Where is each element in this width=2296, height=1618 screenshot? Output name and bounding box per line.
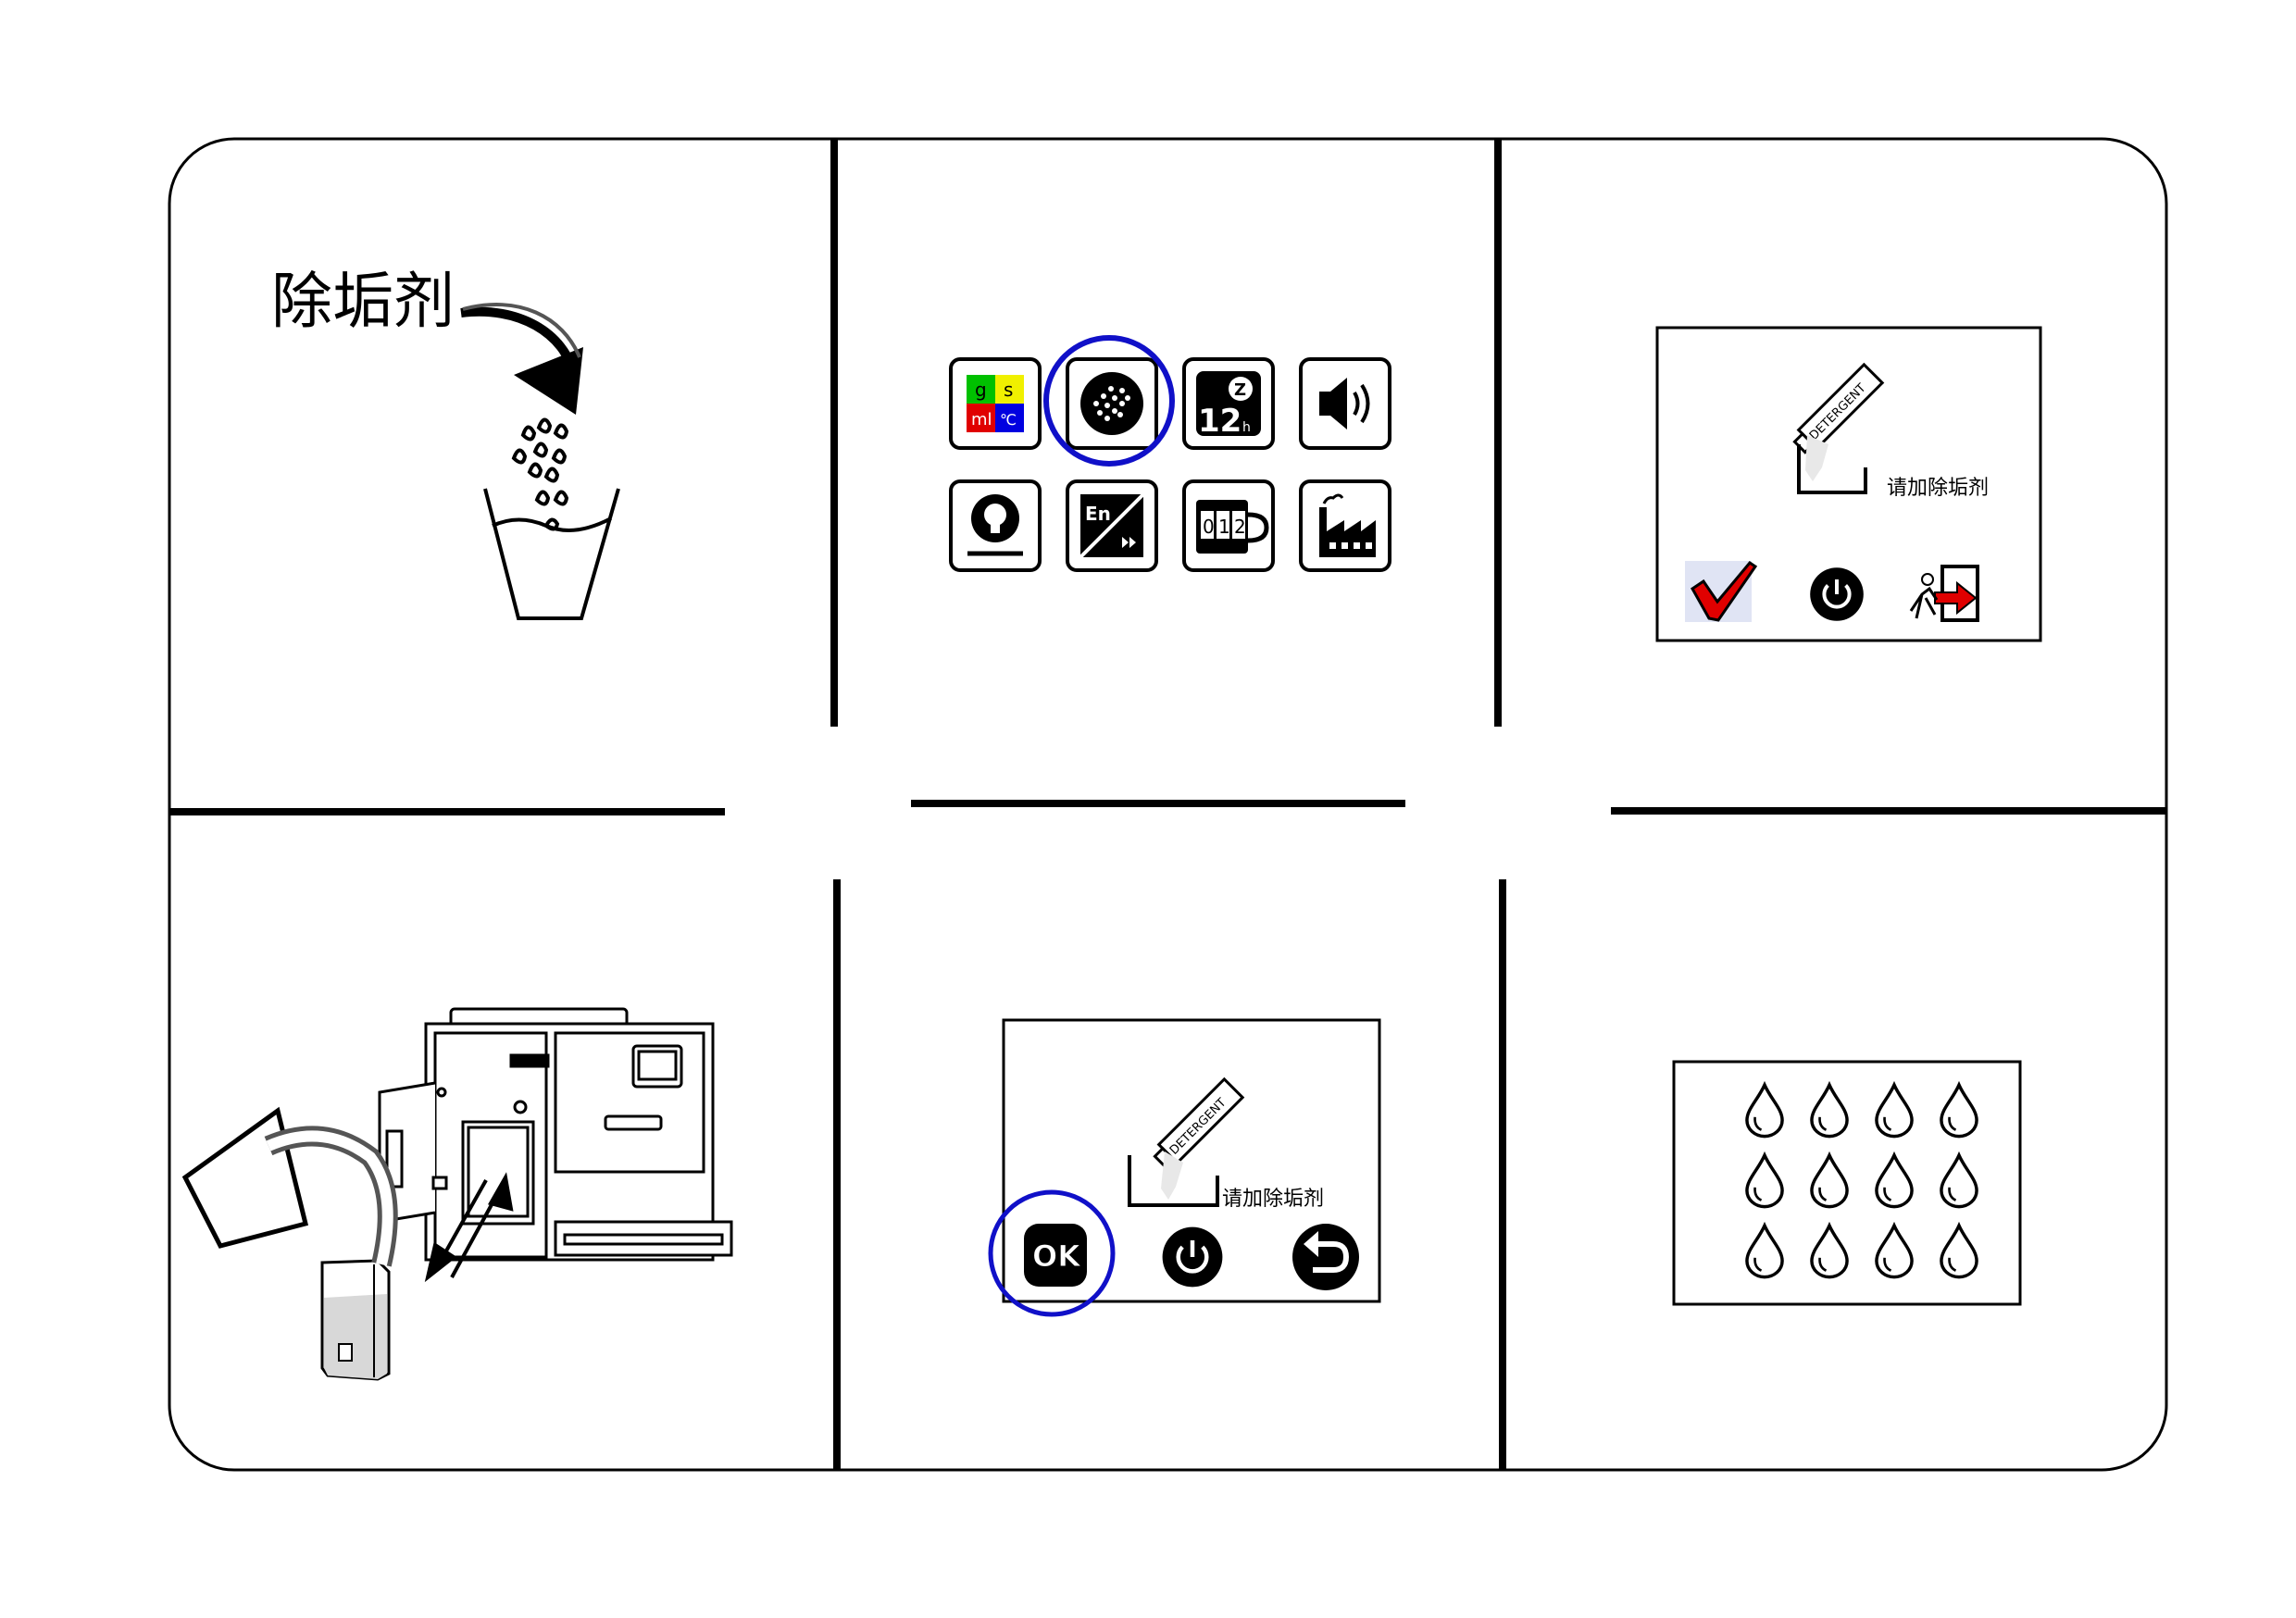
panel-1-add-descaler: 除垢剂 (271, 266, 620, 620)
water-cup-icon (483, 488, 620, 620)
ok-button[interactable]: OK (1024, 1224, 1087, 1287)
coffee-machine-illustration (378, 1007, 733, 1262)
descaler-granules-icon (511, 417, 569, 531)
add-descaler-message: 请加除垢剂 (1887, 477, 1989, 500)
descale-highlight-circle (1043, 335, 1175, 467)
svg-text:s: s (1004, 379, 1013, 401)
svg-text:En: En (1085, 503, 1111, 525)
ok-highlight-circle (988, 1189, 1116, 1317)
outer-frame (168, 137, 2168, 1472)
panel-2-settings-menu: g s ml ℃ Z 12 h (949, 335, 1391, 572)
svg-text:12: 12 (1198, 403, 1242, 440)
container-icon (1797, 444, 1867, 494)
pitcher-icon (181, 1106, 398, 1267)
svg-text:ml: ml (971, 410, 992, 429)
units-icon[interactable]: g s ml ℃ (949, 357, 1042, 450)
svg-text:1: 1 (1218, 516, 1230, 538)
panel-3-add-descaler-screen: DETERGENT 请加除垢剂 (1655, 326, 2042, 642)
red-checkmark-icon[interactable] (1685, 561, 1758, 622)
svg-text:h: h (1242, 420, 1251, 435)
curved-arrow-icon (460, 303, 583, 415)
insert-arrow-icon (424, 1172, 514, 1283)
light-bulb-icon[interactable] (949, 479, 1042, 572)
panel-5-confirm-descaler-screen: DETERGENT 请加除垢剂 OK (988, 1018, 1381, 1317)
factory-reset-icon[interactable] (1299, 479, 1391, 572)
panel-4-fill-water-tank (181, 1007, 733, 1381)
water-tank-icon (320, 1259, 391, 1381)
svg-text:2: 2 (1234, 516, 1246, 538)
power-icon[interactable] (1163, 1227, 1223, 1288)
svg-text:g: g (975, 379, 987, 401)
svg-text:℃: ℃ (1000, 411, 1017, 429)
sleep-timer-icon[interactable]: Z 12 h (1182, 357, 1275, 450)
ok-label: OK (1032, 1238, 1081, 1274)
language-icon[interactable]: En (1066, 479, 1158, 572)
exit-icon[interactable] (1909, 565, 1979, 622)
svg-text:Z: Z (1234, 380, 1246, 400)
back-icon[interactable] (1292, 1224, 1359, 1290)
grid-dividers (169, 139, 2166, 1470)
panel-6-rinse-screen (1672, 1060, 2022, 1306)
power-icon[interactable] (1808, 566, 1866, 623)
container-icon (1128, 1155, 1219, 1207)
speaker-icon[interactable] (1299, 357, 1391, 450)
descale-icon[interactable] (1043, 335, 1175, 467)
svg-text:0: 0 (1203, 516, 1215, 538)
add-descaler-message: 请加除垢剂 (1222, 1188, 1324, 1211)
descaler-title: 除垢剂 (271, 266, 455, 337)
